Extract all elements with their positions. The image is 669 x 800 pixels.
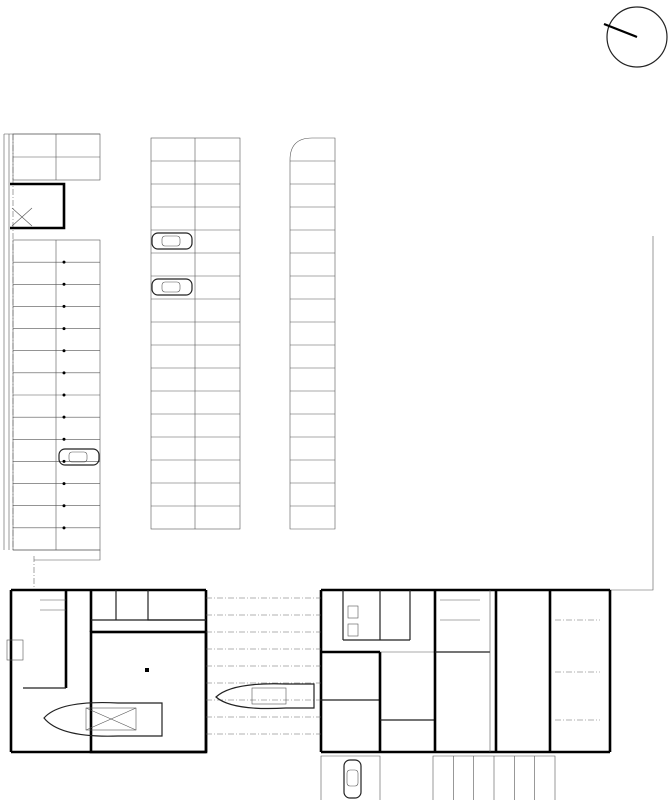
- parking-bottom: [320, 755, 556, 800]
- column-marker: [62, 459, 66, 463]
- boat-icon: [43, 701, 163, 737]
- column-marker: [62, 482, 66, 486]
- boat-icon: [215, 683, 315, 710]
- car-icon: [58, 448, 100, 466]
- car-icon: [151, 232, 193, 250]
- parking-west: [3, 133, 101, 551]
- parking-east: [289, 137, 336, 530]
- column-marker: [62, 304, 66, 308]
- column-marker: [62, 504, 66, 508]
- building-plan: [6, 588, 612, 754]
- column-marker: [62, 282, 66, 286]
- site-boundary: [400, 236, 654, 591]
- column-marker: [62, 349, 66, 353]
- column-marker: [62, 437, 66, 441]
- column-marker: [62, 526, 66, 530]
- north-arrow-icon: [603, 6, 668, 68]
- column-marker: [62, 327, 66, 331]
- car-icon: [343, 759, 362, 799]
- column-marker: [62, 393, 66, 397]
- column-marker: [62, 415, 66, 419]
- car-icon: [151, 278, 193, 296]
- parking-middle: [150, 137, 241, 530]
- column-marker: [62, 260, 66, 264]
- column-marker: [62, 371, 66, 375]
